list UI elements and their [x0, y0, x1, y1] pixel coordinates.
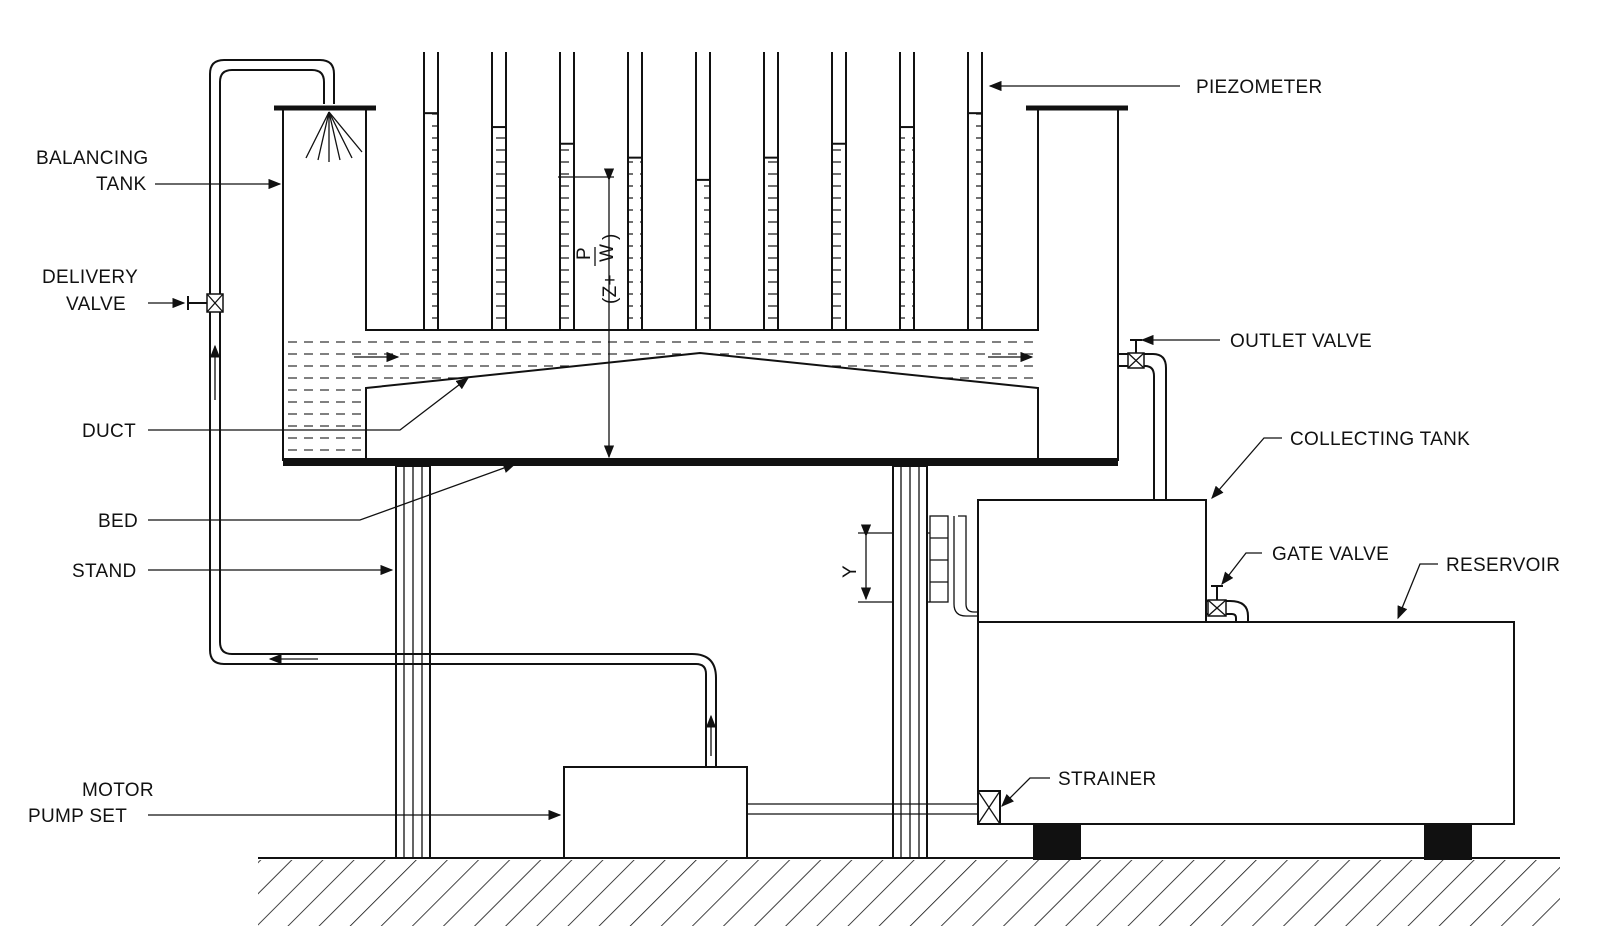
piezometer-tubes: [423, 52, 983, 330]
leader-lines: [148, 80, 1438, 821]
piezometer-tube: [491, 52, 507, 330]
piezometer-water-column: [629, 157, 641, 330]
spray-head: [305, 111, 363, 162]
label-motor-pump-set-line1: MOTOR: [82, 780, 154, 801]
reservoir: [977, 621, 1515, 860]
piezometer-water-column: [425, 113, 437, 330]
piezometer-tube: [899, 52, 915, 330]
label-balancing-tank-line2: TANK: [96, 174, 146, 195]
label-gate-valve: GATE VALVE: [1272, 544, 1389, 565]
gate-valve: [1206, 585, 1249, 622]
piezometer-tube: [831, 52, 847, 330]
strainer: [977, 790, 1001, 825]
piezometer-tube: [763, 52, 779, 330]
label-motor-pump-set-line2: PUMP SET: [28, 806, 127, 827]
piezometer-tube: [559, 52, 575, 330]
piezometer-water-column: [697, 179, 709, 330]
piezometer-water-column: [833, 143, 845, 330]
label-stand: STAND: [72, 561, 136, 582]
label-collecting-tank: COLLECTING TANK: [1290, 429, 1470, 450]
motor-pump-set: [563, 766, 748, 859]
stand-right: [892, 465, 928, 859]
head-expression-w: W: [597, 244, 618, 262]
piezometer-water-column: [765, 157, 777, 330]
suction-pipe: [747, 803, 978, 815]
label-bed: BED: [98, 511, 138, 532]
piezometer-tube: [967, 52, 983, 330]
ground: [258, 857, 1560, 926]
label-outlet-valve: OUTLET VALVE: [1230, 331, 1372, 352]
label-reservoir: RESERVOIR: [1446, 555, 1560, 576]
piezometer-water-column: [969, 113, 981, 330]
piezometer-water-column: [493, 127, 505, 330]
head-dimension: (Z+ P W ): [558, 168, 621, 459]
delivery-valve: [187, 293, 224, 313]
delivery-pipe: [209, 59, 717, 767]
head-expression-close: ): [600, 233, 621, 240]
piezometer-water-column: [561, 143, 573, 330]
outlet-valve: [1118, 339, 1167, 500]
label-y-dimension: Y: [840, 565, 861, 578]
piezometer-tube: [627, 52, 643, 330]
head-expression-p: P: [574, 247, 595, 260]
stand-left: [395, 465, 431, 859]
flume-body: [274, 105, 1128, 466]
piezometer-tube: [695, 52, 711, 330]
label-duct: DUCT: [82, 421, 136, 442]
label-piezometer: PIEZOMETER: [1196, 77, 1323, 98]
label-delivery-valve-line2: VALVE: [66, 294, 126, 315]
label-balancing-tank-line1: BALANCING: [36, 148, 149, 169]
label-strainer: STRAINER: [1058, 769, 1156, 790]
piezometer-water-column: [901, 127, 913, 330]
piezometer-tube: [423, 52, 439, 330]
head-expression-z: (Z+: [600, 274, 621, 304]
collecting-tank: [977, 499, 1207, 623]
label-delivery-valve-line1: DELIVERY: [42, 267, 138, 288]
